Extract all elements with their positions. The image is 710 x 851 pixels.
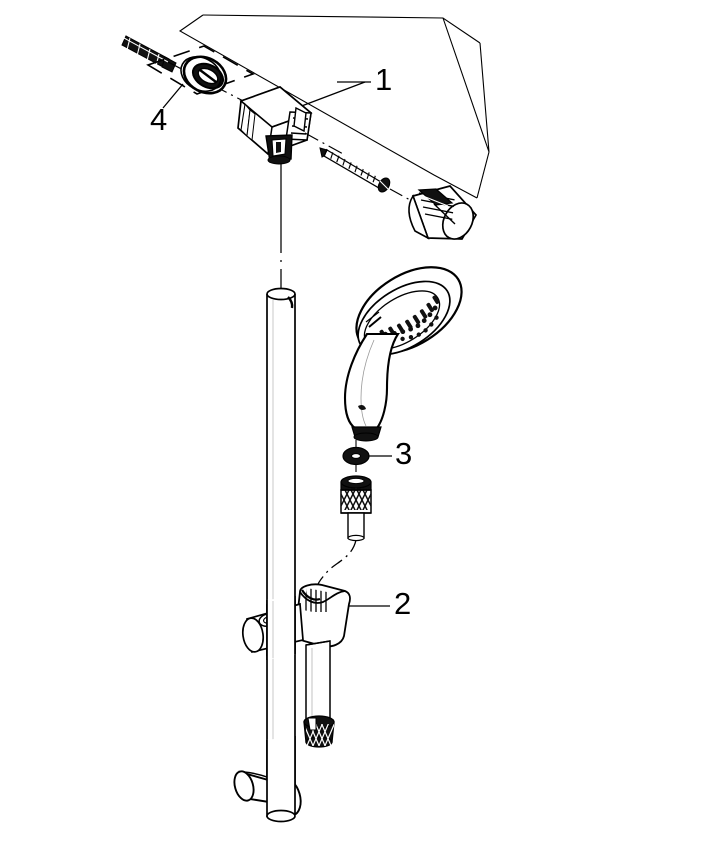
seal-washer (342, 446, 370, 466)
hose-assembly-path (315, 539, 357, 591)
rail-foot-mount (233, 736, 302, 823)
callout-number-4: 4 (150, 102, 167, 137)
shower-hose (305, 640, 331, 725)
callout-number-2: 2 (394, 586, 411, 621)
drilling-template-box (146, 45, 255, 95)
callout-numbers: 1 2 3 4 (150, 62, 412, 621)
hose-nut-lower (303, 715, 335, 748)
mounting-screw (319, 147, 391, 193)
hand-shower-head (343, 266, 463, 442)
callout-number-3: 3 (395, 436, 412, 471)
shower-rail-front-segment (266, 596, 296, 660)
bracket-screw-axis (304, 132, 346, 156)
bracket-cover-cap (408, 185, 478, 240)
leader-line-4 (162, 83, 184, 109)
shower-rail (266, 287, 296, 790)
bracket-washer-ring (180, 55, 228, 95)
callout-number-1: 1 (375, 62, 392, 97)
wall-bracket-body (237, 86, 313, 165)
hose-nut-upper (340, 475, 372, 542)
assembly-group-outline-1 (178, 14, 490, 199)
leader-line-1a (298, 81, 366, 108)
